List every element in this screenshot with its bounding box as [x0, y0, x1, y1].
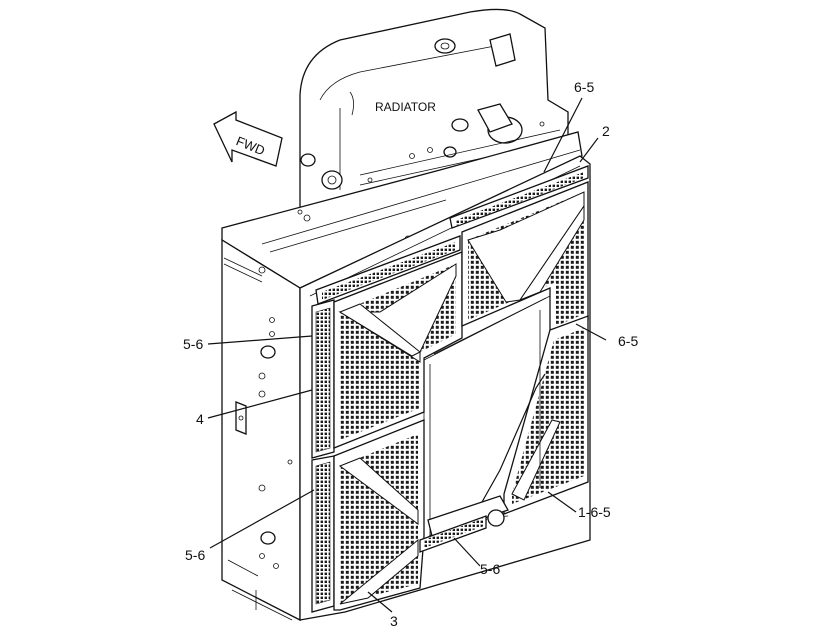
callouts: 6-5 2 5-6 6-5 4 1-6-5 5-6 5-6 3 — [183, 79, 638, 629]
callout-6-5-top: 6-5 — [574, 79, 594, 95]
callout-5-6-bottom: 5-6 — [480, 561, 500, 577]
central-opening — [419, 295, 551, 553]
radiator-tank — [299, 8, 569, 211]
fwd-arrow: FWD — [213, 110, 283, 167]
lower-right-screen — [503, 315, 589, 515]
radiator-label: RADIATOR — [375, 100, 436, 114]
left-side-sheet — [221, 238, 301, 622]
callout-6-5-right: 6-5 — [618, 333, 638, 349]
callout-5-6-lower: 5-6 — [185, 547, 205, 563]
callout-1-6-5: 1-6-5 — [578, 504, 611, 520]
callout-3: 3 — [390, 613, 398, 629]
lower-left-screen — [333, 419, 425, 611]
leader-lines — [207, 97, 607, 613]
callout-5-6-upper: 5-6 — [183, 336, 203, 352]
callout-4: 4 — [196, 411, 204, 427]
upper-right-screen — [461, 181, 589, 337]
callout-2: 2 — [602, 123, 610, 139]
left-vertical-screens — [311, 299, 335, 613]
top-horizontal-screens — [315, 165, 589, 305]
